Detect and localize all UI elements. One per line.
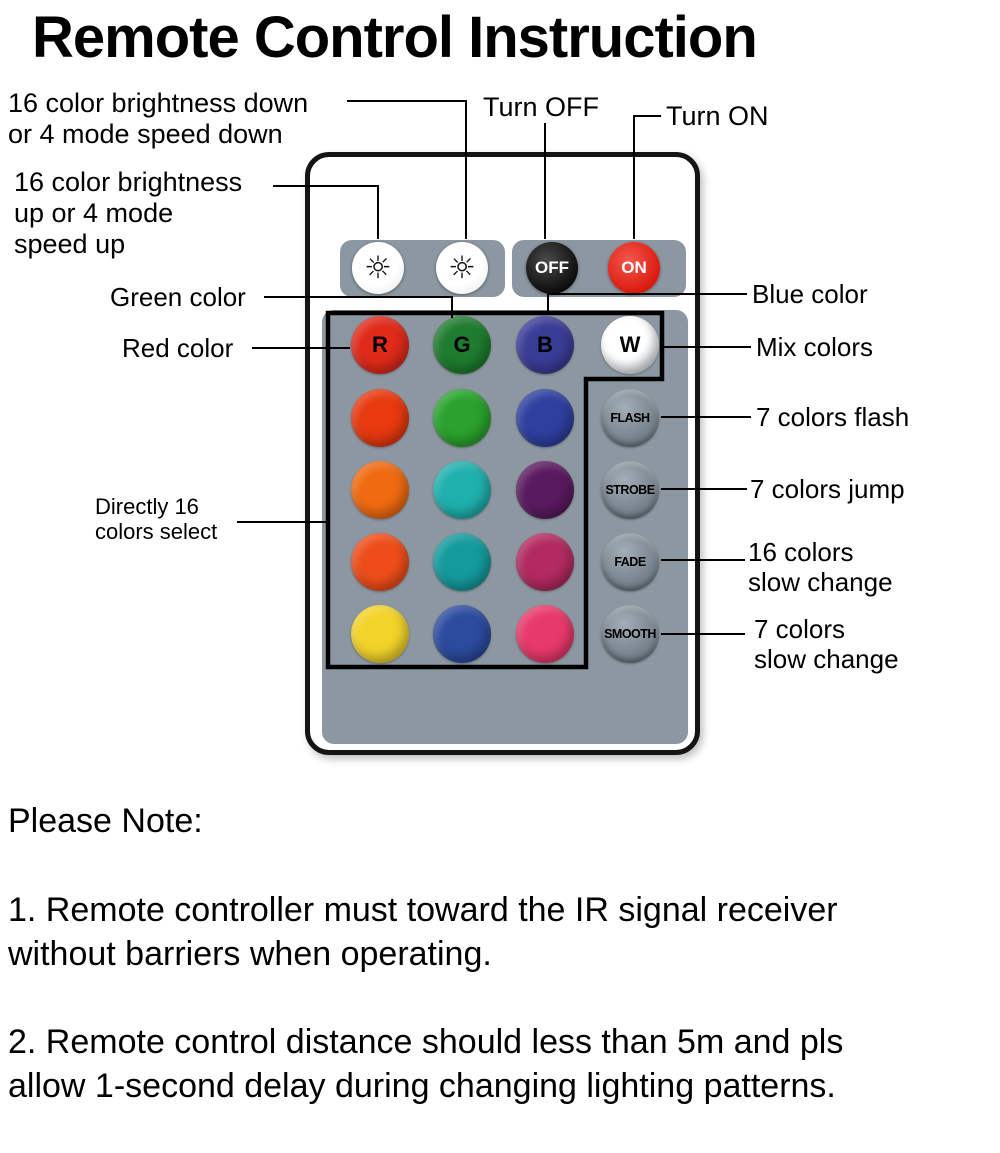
label-turn-on: Turn ON (666, 101, 769, 131)
label-brightness-down: 16 color brightness down or 4 mode speed… (8, 88, 309, 149)
color-button-r5c3[interactable] (516, 605, 574, 663)
color-button-r2c3[interactable] (516, 389, 574, 447)
brightness-down-icon: ☼ (448, 249, 476, 286)
button-label: B (537, 332, 553, 357)
label-directly-select: Directly 16 colors select (95, 494, 218, 545)
button-label: FLASH (610, 411, 650, 425)
flash-button[interactable]: FLASH (601, 389, 659, 447)
color-button-r5c2[interactable] (433, 605, 491, 663)
label-colors-flash: 7 colors flash (756, 402, 910, 432)
label-colors-smooth: 7 colors slow change (754, 614, 899, 674)
color-button-r3c3[interactable] (516, 461, 574, 519)
color-grid-panel (322, 310, 688, 744)
color-button-r2c1[interactable] (351, 389, 409, 447)
color-button-r4c2[interactable] (433, 533, 491, 591)
note-1: 1. Remote controller must toward the IR … (8, 890, 838, 973)
button-label: SMOOTH (604, 627, 656, 641)
color-button-r4c3[interactable] (516, 533, 574, 591)
note-2: 2. Remote control distance should less t… (8, 1023, 844, 1106)
label-mix-colors: Mix colors (756, 332, 874, 362)
color-button-w[interactable]: W (601, 316, 659, 374)
brightness-up-icon: ☼ (364, 249, 392, 286)
label-colors-fade: 16 colors slow change (748, 537, 893, 597)
color-button-g[interactable]: G (433, 316, 491, 374)
color-button-r5c1[interactable] (351, 605, 409, 663)
off-button[interactable]: OFF (526, 242, 578, 294)
color-button-b[interactable]: B (516, 316, 574, 374)
button-label: STROBE (605, 483, 655, 497)
strobe-button[interactable]: STROBE (601, 461, 659, 519)
label-turn-off: Turn OFF (483, 92, 600, 122)
remote-body: ☼ ☼ OFF ON R G B W FLASH STROBE FADE SMOOTH (305, 152, 700, 755)
off-button-label: OFF (535, 258, 569, 277)
label-brightness-up: 16 color brightness up or 4 mode speed u… (14, 167, 243, 259)
color-button-r4c1[interactable] (351, 533, 409, 591)
button-label: W (619, 332, 641, 357)
label-red-color: Red color (122, 333, 234, 363)
brightness-down-button[interactable]: ☼ (436, 242, 488, 294)
notes-block: Please Note: 1. Remote controller must t… (8, 755, 993, 1153)
button-label: FADE (614, 555, 646, 569)
color-button-r3c1[interactable] (351, 461, 409, 519)
button-label: R (372, 332, 388, 357)
on-button[interactable]: ON (608, 242, 660, 294)
label-blue-color: Blue color (752, 279, 868, 309)
color-button-r2c2[interactable] (433, 389, 491, 447)
smooth-button[interactable]: SMOOTH (601, 605, 659, 663)
label-colors-jump: 7 colors jump (750, 474, 905, 504)
brightness-up-button[interactable]: ☼ (352, 242, 404, 294)
label-green-color: Green color (110, 282, 246, 312)
color-button-r3c2[interactable] (433, 461, 491, 519)
color-button-r[interactable]: R (351, 316, 409, 374)
page-title: Remote Control Instruction (32, 5, 758, 70)
fade-button[interactable]: FADE (601, 533, 659, 591)
notes-heading: Please Note: (8, 802, 203, 841)
on-button-label: ON (621, 258, 647, 277)
button-label: G (453, 332, 471, 357)
